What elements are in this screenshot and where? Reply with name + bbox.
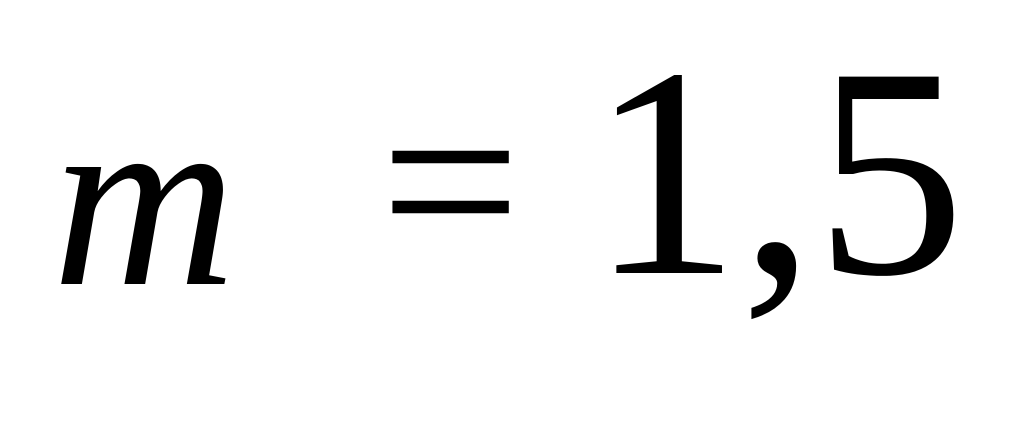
formula-value: 1,5 — [590, 6, 965, 338]
formula-variable: m — [52, 58, 237, 340]
formula-equals-sign: = — [380, 43, 521, 320]
